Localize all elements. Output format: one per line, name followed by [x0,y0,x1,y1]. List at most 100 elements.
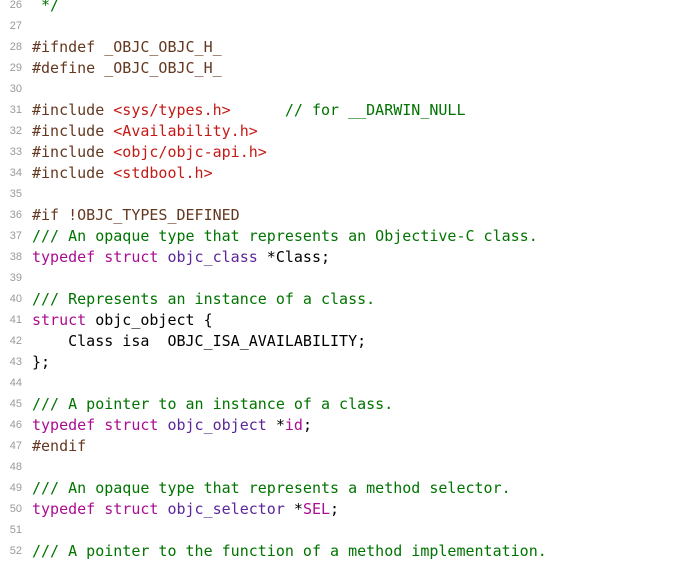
line-number: 38 [0,247,22,268]
code-text[interactable] [22,457,32,478]
code-text[interactable]: #endif [22,436,86,457]
code-line[interactable]: 51 [0,520,686,541]
code-line[interactable]: 35 [0,184,686,205]
code-token-directive: #include [32,101,114,119]
code-line[interactable]: 40/// Represents an instance of a class. [0,289,686,310]
code-text[interactable]: Class isa OBJC_ISA_AVAILABILITY; [22,331,366,352]
code-text[interactable] [22,184,32,205]
line-number: 30 [0,79,22,100]
code-line[interactable]: 27 [0,16,686,37]
code-line[interactable]: 32#include <Availability.h> [0,121,686,142]
code-token-plain: ; [302,416,312,434]
line-number: 49 [0,478,22,499]
code-token-keyword: typedef struct [32,500,168,518]
code-line[interactable]: 26 */ [0,0,686,16]
line-number: 51 [0,520,22,541]
code-token-comment: /// An opaque type that represents a met… [32,479,511,497]
code-text[interactable] [22,16,32,37]
code-token-type: objc_class [167,248,258,266]
line-number: 33 [0,142,22,163]
code-line[interactable]: 28 #ifndef _OBJC_OBJC_H_ [0,37,686,58]
code-text[interactable]: typedef struct objc_selector *SEL; [22,499,339,520]
code-line[interactable]: 36#if !OBJC_TYPES_DEFINED [0,205,686,226]
code-token-comment: /// A pointer to an instance of a class. [32,395,394,413]
code-token-keyword: typedef struct [32,248,168,266]
code-line[interactable]: 48 [0,457,686,478]
code-line[interactable]: 29#define _OBJC_OBJC_H_ [0,58,686,79]
code-line[interactable]: 34#include <stdbool.h> [0,163,686,184]
code-token-string: <objc/objc-api.h> [113,143,267,161]
code-token-comment: /// A pointer to the function of a metho… [32,542,547,560]
code-text[interactable]: /// A pointer to the function of a metho… [22,541,547,562]
code-text[interactable]: #ifndef _OBJC_OBJC_H_ [22,37,222,58]
code-text[interactable]: typedef struct objc_object *id; [22,415,312,436]
code-text[interactable] [22,520,32,541]
line-number: 34 [0,163,22,184]
code-token-keyword: struct [32,311,96,329]
code-token-comment: /// An opaque type that represents an Ob… [32,227,538,245]
code-token-plain: }; [32,353,51,371]
code-line[interactable]: 37 /// An opaque type that represents an … [0,226,686,247]
code-text[interactable]: typedef struct objc_class *Class; [22,247,330,268]
code-token-directive: #include [32,122,114,140]
line-number: 50 [0,499,22,520]
code-line[interactable]: 39 [0,268,686,289]
code-token-directive: #define _OBJC_OBJC_H_ [32,59,222,77]
code-text[interactable]: /// A pointer to an instance of a class. [22,394,393,415]
line-number: 32 [0,121,22,142]
code-text[interactable]: #include <objc/objc-api.h> [22,142,267,163]
line-number: 41 [0,310,22,331]
line-number: 28 [0,37,22,58]
code-line[interactable]: 42 Class isa OBJC_ISA_AVAILABILITY; [0,331,686,352]
code-text[interactable] [22,268,32,289]
line-number: 52 [0,541,22,562]
line-number: 35 [0,184,22,205]
code-line[interactable]: 43}; [0,352,686,373]
code-text[interactable]: }; [22,352,50,373]
code-line[interactable]: 30 [0,79,686,100]
code-token-string: <sys/types.h> [113,101,231,119]
code-text[interactable]: struct objc_object { [22,310,213,331]
code-text[interactable] [22,79,32,100]
code-line[interactable]: 44 [0,373,686,394]
line-number: 31 [0,100,22,121]
code-token-keyword: SEL [302,500,331,518]
code-text[interactable]: /// Represents an instance of a class. [22,289,375,310]
code-text[interactable]: #include <stdbool.h> [22,163,213,184]
code-line[interactable]: 31#include <sys/types.h> // for __DARWIN… [0,100,686,121]
code-token-type: objc_selector [167,500,285,518]
code-token-keyword: typedef struct [32,416,168,434]
code-line[interactable]: 45 /// A pointer to an instance of a clas… [0,394,686,415]
code-token-type: objc_object [167,416,267,434]
code-text[interactable]: #define _OBJC_OBJC_H_ [22,58,222,79]
code-text[interactable]: #include <Availability.h> [22,121,258,142]
code-text[interactable]: #if !OBJC_TYPES_DEFINED [22,205,240,226]
line-number: 37 [0,226,22,247]
code-line[interactable]: 47#endif [0,436,686,457]
code-line[interactable]: 52 /// A pointer to the function of a met… [0,541,686,562]
code-text[interactable]: #include <sys/types.h> // for __DARWIN_N… [22,100,466,121]
line-number: 45 [0,394,22,415]
code-line[interactable]: 49 /// An opaque type that represents a m… [0,478,686,499]
line-number: 26 [0,0,22,16]
line-number: 36 [0,205,22,226]
code-text[interactable]: /// An opaque type that represents an Ob… [22,226,538,247]
line-number: 42 [0,331,22,352]
code-text[interactable]: */ [22,0,59,16]
line-number: 40 [0,289,22,310]
code-line[interactable]: 33#include <objc/objc-api.h> [0,142,686,163]
code-token-plain: * [266,416,285,434]
line-number: 43 [0,352,22,373]
code-token-directive: #ifndef _OBJC_OBJC_H_ [32,38,222,56]
code-token-keyword: id [284,416,303,434]
code-text[interactable]: /// An opaque type that represents a met… [22,478,511,499]
code-text[interactable] [22,373,32,394]
code-token-directive: #include [32,164,114,182]
code-token-directive: #include [32,143,114,161]
code-token-plain: ; [330,500,340,518]
